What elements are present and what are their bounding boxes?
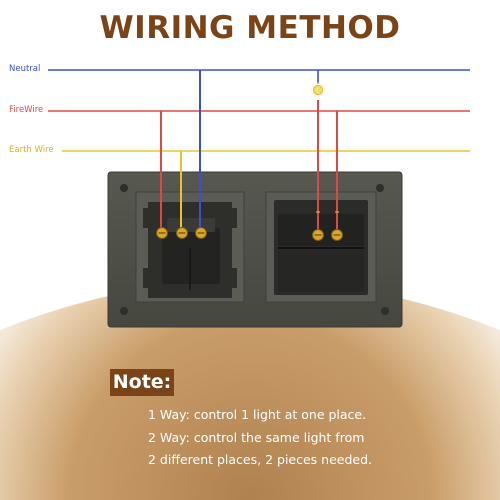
socket-clip: [231, 268, 237, 288]
page-title: WIRING METHOD: [99, 10, 401, 46]
screw-terminal-icon: [312, 229, 324, 241]
socket-clip: [143, 268, 149, 288]
note-line-3: 2 different places, 2 pieces needed.: [148, 452, 372, 467]
light-bulb-icon: [310, 82, 326, 98]
socket-terminal-block: [167, 218, 215, 232]
screw-terminal-icon: [195, 227, 207, 239]
socket-clip: [231, 208, 237, 228]
firewire-label: FireWire: [9, 105, 44, 115]
note-badge: Note:: [110, 369, 174, 396]
plate-screw-hole: [120, 307, 128, 315]
note-line-1: 1 Way: control 1 light at one place.: [148, 407, 367, 422]
switch-rocker: [278, 250, 364, 292]
earth-wire-label: Earth Wire: [9, 145, 54, 155]
socket-clip: [143, 208, 149, 228]
plate-screw-hole: [120, 184, 128, 192]
note-line-2: 2 Way: control the same light from: [148, 430, 365, 445]
screw-terminal-icon: [156, 227, 168, 239]
neutral-label: Neutral: [9, 64, 41, 74]
screw-terminal-icon: [176, 227, 188, 239]
plate-screw-hole: [381, 307, 389, 315]
plate-screw-hole: [376, 184, 384, 192]
socket-body: [162, 228, 220, 284]
background-glow: [0, 280, 500, 500]
screw-terminal-icon: [331, 229, 343, 241]
